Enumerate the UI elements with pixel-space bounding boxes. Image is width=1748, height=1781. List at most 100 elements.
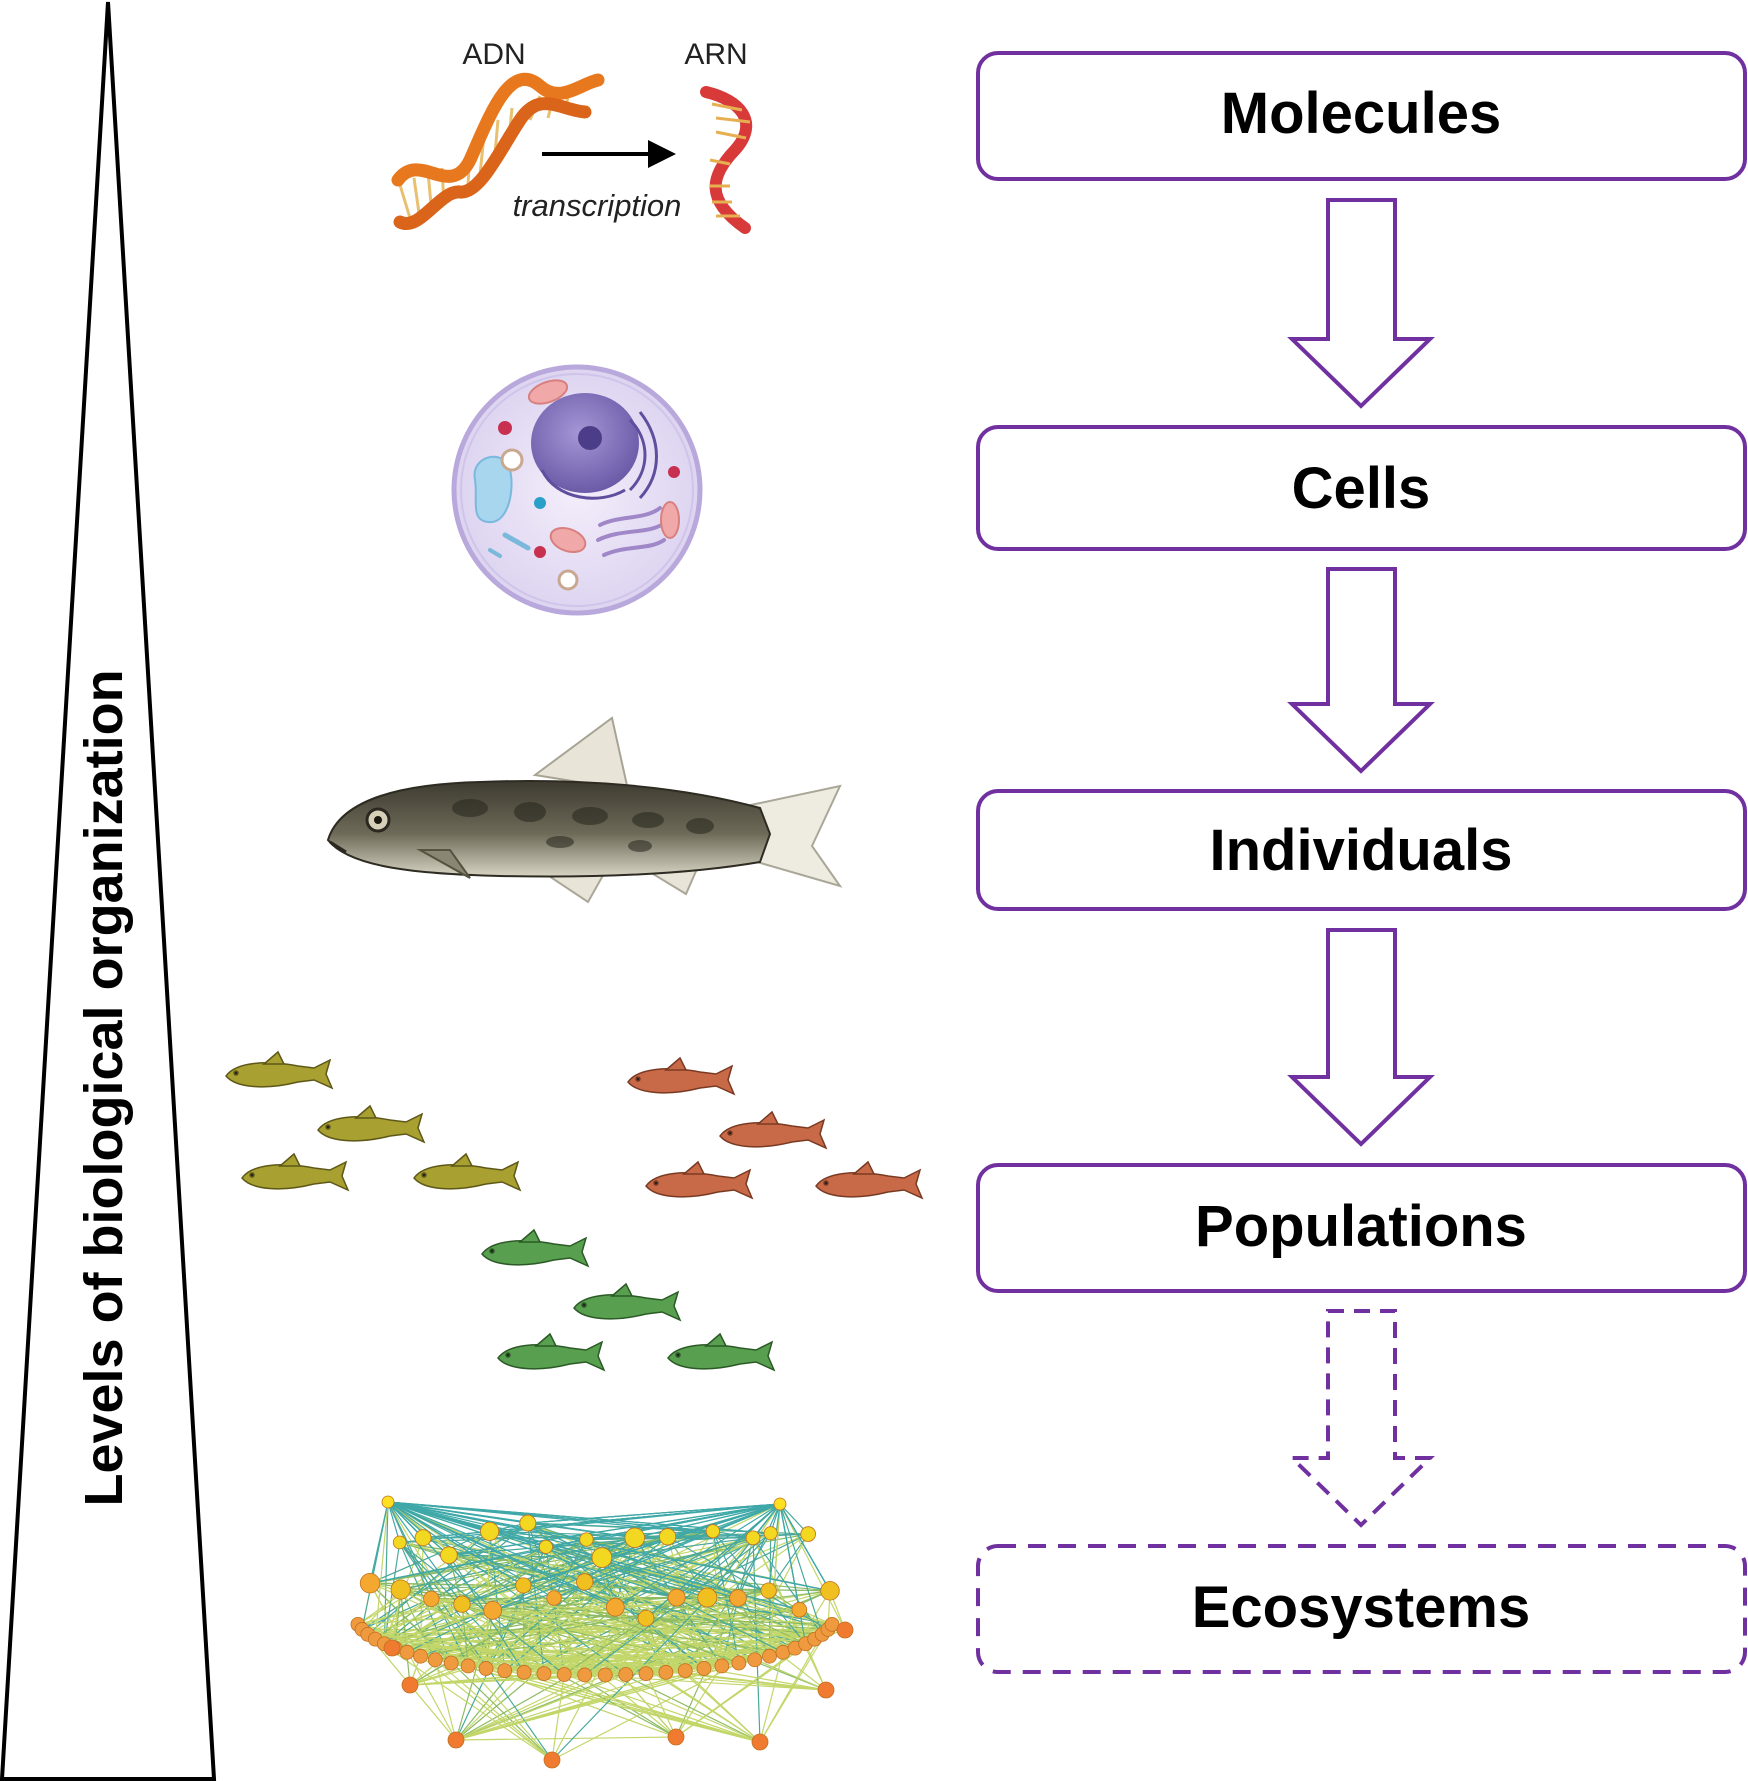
food-web-node	[447, 1731, 465, 1749]
food-web-node	[597, 1667, 613, 1683]
food-web-edge	[369, 1582, 647, 1619]
food-web-edge	[361, 1628, 565, 1676]
food-web-node	[579, 1532, 594, 1547]
food-web-edge	[387, 1501, 585, 1583]
food-web-node	[747, 1652, 763, 1668]
food-web-node	[658, 1664, 674, 1680]
level-box-individuals: Individuals	[976, 789, 1747, 911]
food-web-node	[667, 1588, 686, 1607]
arrow-populations-to-ecosystems	[1287, 1309, 1435, 1528]
food-web-node	[714, 1658, 730, 1674]
food-web-node	[677, 1663, 693, 1678]
food-web-edge	[387, 1501, 769, 1592]
food-web-edge	[399, 1541, 616, 1608]
food-web-node	[751, 1733, 769, 1751]
food-web-edge	[779, 1503, 800, 1610]
level-box-populations: Populations	[976, 1163, 1747, 1293]
food-web-edge	[387, 1501, 647, 1619]
food-web-edge	[455, 1673, 626, 1741]
food-web-node	[483, 1600, 503, 1620]
food-web-edge	[455, 1736, 677, 1741]
food-web-edge	[369, 1501, 389, 1584]
food-web-node	[480, 1521, 500, 1541]
food-web-edge	[754, 1609, 800, 1661]
arrow-molecules-to-cells	[1287, 198, 1435, 409]
food-web-node	[359, 1573, 381, 1594]
food-web-node	[515, 1577, 532, 1594]
food-web-node	[577, 1667, 593, 1683]
food-web-edge	[434, 1659, 457, 1741]
food-web-network-icon	[350, 1495, 854, 1769]
food-web-node	[745, 1530, 761, 1546]
level-label-individuals: Individuals	[1210, 818, 1513, 883]
food-web-edge	[779, 1503, 831, 1592]
food-web-node	[762, 1648, 777, 1664]
food-web-edge	[645, 1617, 833, 1625]
food-web-node	[401, 1676, 419, 1694]
food-web-edge	[523, 1503, 781, 1587]
orange-fish-group	[627, 1057, 923, 1199]
food-web-edge	[455, 1674, 606, 1741]
food-web-edge	[676, 1503, 781, 1598]
food-web-edge	[492, 1609, 846, 1631]
food-web-edge	[634, 1537, 739, 1599]
food-web-node	[427, 1652, 443, 1668]
food-web-node	[637, 1609, 655, 1627]
food-web-node	[800, 1526, 816, 1542]
food-web-edge	[527, 1503, 781, 1524]
food-web-edge	[707, 1597, 806, 1645]
food-web-edge	[375, 1638, 796, 1649]
food-web-node	[516, 1664, 532, 1680]
food-web-node	[817, 1681, 835, 1699]
level-label-ecosystems: Ecosystems	[1192, 1575, 1531, 1640]
level-label-populations: Populations	[1195, 1194, 1527, 1259]
food-web-edge	[737, 1597, 771, 1657]
food-web-edge	[357, 1537, 754, 1625]
food-web-node	[729, 1589, 747, 1607]
food-web-edge	[737, 1503, 781, 1599]
food-web-node	[519, 1514, 537, 1532]
rna-label: ARN	[684, 38, 747, 71]
food-web-edge	[706, 1503, 781, 1598]
food-web-edge	[374, 1501, 389, 1640]
food-web-edge	[407, 1651, 827, 1691]
food-web-edge	[492, 1532, 771, 1611]
food-web-node	[392, 1535, 407, 1550]
food-web-edge	[400, 1537, 635, 1591]
fish-icon	[326, 716, 843, 904]
food-web-edge	[461, 1604, 469, 1666]
food-web-node	[399, 1644, 415, 1660]
dna-transcription-icon: ADN ARN transcription	[391, 38, 753, 234]
food-web-node	[658, 1528, 677, 1546]
food-web-edge	[759, 1652, 784, 1743]
food-web-edge	[369, 1582, 585, 1676]
food-web-edge	[387, 1501, 524, 1586]
food-web-node	[383, 1639, 401, 1657]
food-web-edge	[420, 1655, 553, 1761]
food-web-node	[414, 1529, 432, 1547]
food-web-node	[497, 1663, 513, 1678]
food-web-node	[624, 1527, 645, 1548]
axis-label: Levels of biological organization	[74, 669, 134, 1506]
food-web-edge	[492, 1503, 781, 1611]
level-label-cells: Cells	[1292, 456, 1431, 521]
food-web-edge	[448, 1554, 585, 1583]
food-web-node	[546, 1590, 562, 1606]
food-web-edge	[523, 1537, 636, 1673]
food-web-node	[696, 1661, 712, 1676]
food-web-edge	[387, 1501, 831, 1592]
food-web-edge	[504, 1623, 833, 1672]
food-web-edge	[601, 1537, 754, 1559]
food-web-node	[836, 1621, 854, 1639]
level-box-molecules: Molecules	[976, 51, 1747, 181]
food-web-node	[591, 1547, 613, 1568]
arrow-individuals-to-populations	[1287, 928, 1435, 1147]
food-web-edge	[387, 1501, 677, 1599]
food-web-edge	[367, 1633, 755, 1661]
rna-strand-icon	[700, 86, 753, 234]
food-web-edge	[387, 1501, 401, 1543]
food-web-edge	[387, 1501, 463, 1605]
food-web-node	[538, 1539, 553, 1554]
food-web-node	[820, 1581, 840, 1601]
